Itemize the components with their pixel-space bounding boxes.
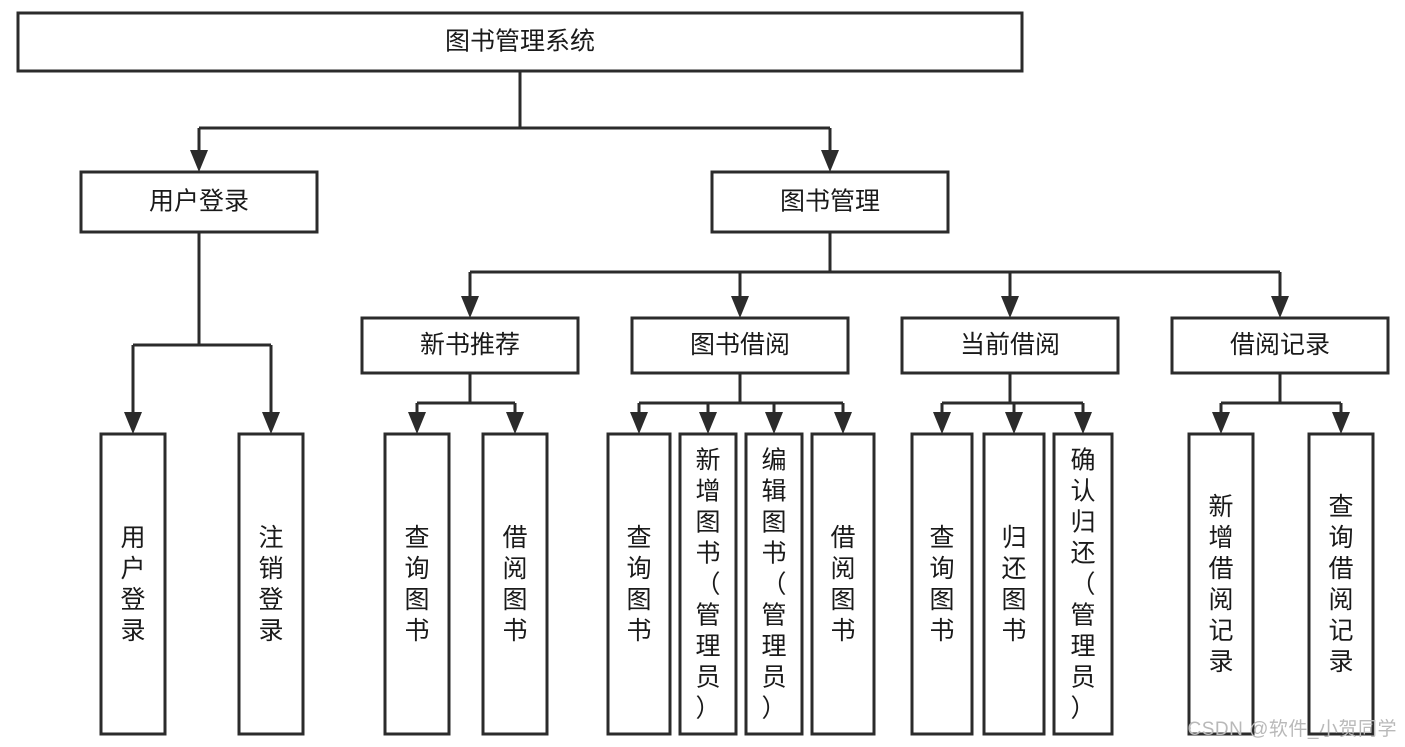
node-label: 当前借阅 (960, 331, 1060, 359)
node-leaf-bb-edit[interactable]: 编辑图书（管理员） (744, 432, 804, 736)
node-leaf-user-logout[interactable]: 注销登录 (237, 432, 305, 736)
node-l2-book-mgmt[interactable]: 图书管理 (710, 170, 950, 234)
node-box (710, 170, 950, 234)
arrow-head-icon (1074, 412, 1092, 434)
node-leaf-bb-add[interactable]: 新增图书（管理员） (678, 432, 738, 736)
node-label: 查询图书 (404, 524, 429, 645)
node-leaf-nbr-query[interactable]: 查询图书 (383, 432, 451, 736)
arrow-head-icon (1212, 412, 1230, 434)
arrow-head-icon (821, 150, 839, 172)
node-box (360, 316, 580, 375)
node-l3-book-borrow[interactable]: 图书借阅 (630, 316, 850, 375)
node-leaf-br-query[interactable]: 查询借阅记录 (1307, 432, 1375, 736)
node-leaf-bb-borrow[interactable]: 借阅图书 (810, 432, 876, 736)
node-box (1052, 432, 1114, 736)
node-label: 查询图书 (929, 524, 954, 645)
arrow-head-icon (933, 412, 951, 434)
node-label: 查询借阅记录 (1328, 493, 1353, 676)
node-box (16, 11, 1024, 73)
node-box (1170, 316, 1390, 375)
arrow-head-icon (1001, 296, 1019, 318)
node-label: 新书推荐 (420, 331, 520, 359)
node-label: 编辑图书（管理员） (761, 447, 786, 723)
node-leaf-bb-query[interactable]: 查询图书 (606, 432, 672, 736)
node-leaf-cb-query[interactable]: 查询图书 (910, 432, 974, 736)
node-box (982, 432, 1046, 736)
node-label: 用户登录 (149, 188, 249, 216)
node-label: 归还图书 (1001, 524, 1026, 645)
arrow-head-icon (699, 412, 717, 434)
node-label: 借阅记录 (1230, 331, 1330, 359)
node-label: 新增图书（管理员） (695, 447, 720, 723)
node-box (1307, 432, 1375, 736)
node-l3-new-book-rec[interactable]: 新书推荐 (360, 316, 580, 375)
node-box (79, 170, 319, 234)
arrow-head-icon (1005, 412, 1023, 434)
node-l3-borrow-record[interactable]: 借阅记录 (1170, 316, 1390, 375)
node-box (606, 432, 672, 736)
node-leaf-cb-return[interactable]: 归还图书 (982, 432, 1046, 736)
node-label: 新增借阅记录 (1208, 493, 1233, 676)
node-box (237, 432, 305, 736)
node-leaf-br-add[interactable]: 新增借阅记录 (1187, 432, 1255, 736)
node-leaf-cb-confirm[interactable]: 确认归还（管理员） (1052, 432, 1114, 736)
arrow-head-icon (506, 412, 524, 434)
node-leaf-user-login[interactable]: 用户登录 (99, 432, 167, 736)
node-label: 确认归还（管理员） (1070, 447, 1095, 723)
arrow-head-icon (630, 412, 648, 434)
node-leaf-nbr-borrow[interactable]: 借阅图书 (481, 432, 549, 736)
node-box (678, 432, 738, 736)
nodes-layer: 图书管理系统用户登录图书管理新书推荐图书借阅当前借阅借阅记录用户登录注销登录查询… (16, 11, 1390, 736)
node-root[interactable]: 图书管理系统 (16, 11, 1024, 73)
arrow-head-icon (190, 150, 208, 172)
node-label: 用户登录 (120, 524, 145, 645)
arrow-head-icon (461, 296, 479, 318)
node-box (99, 432, 167, 736)
node-box (383, 432, 451, 736)
edges-layer (124, 71, 1350, 434)
node-box (744, 432, 804, 736)
node-l3-current-borrow[interactable]: 当前借阅 (900, 316, 1120, 375)
node-box (810, 432, 876, 736)
node-label: 图书借阅 (690, 331, 790, 359)
arrow-head-icon (834, 412, 852, 434)
arrow-head-icon (1271, 296, 1289, 318)
node-label: 图书管理系统 (445, 28, 595, 56)
node-label: 借阅图书 (502, 524, 527, 645)
node-box (900, 316, 1120, 375)
node-label: 查询图书 (626, 524, 651, 645)
node-label: 借阅图书 (830, 524, 855, 645)
arrow-head-icon (1332, 412, 1350, 434)
arrow-head-icon (124, 412, 142, 434)
arrow-head-icon (408, 412, 426, 434)
arrow-head-icon (765, 412, 783, 434)
node-label: 注销登录 (258, 524, 283, 645)
node-l2-user-login[interactable]: 用户登录 (79, 170, 319, 234)
node-label: 图书管理 (780, 188, 880, 216)
arrow-head-icon (262, 412, 280, 434)
node-box (630, 316, 850, 375)
node-box (1187, 432, 1255, 736)
node-box (910, 432, 974, 736)
arrow-head-icon (731, 296, 749, 318)
node-box (481, 432, 549, 736)
